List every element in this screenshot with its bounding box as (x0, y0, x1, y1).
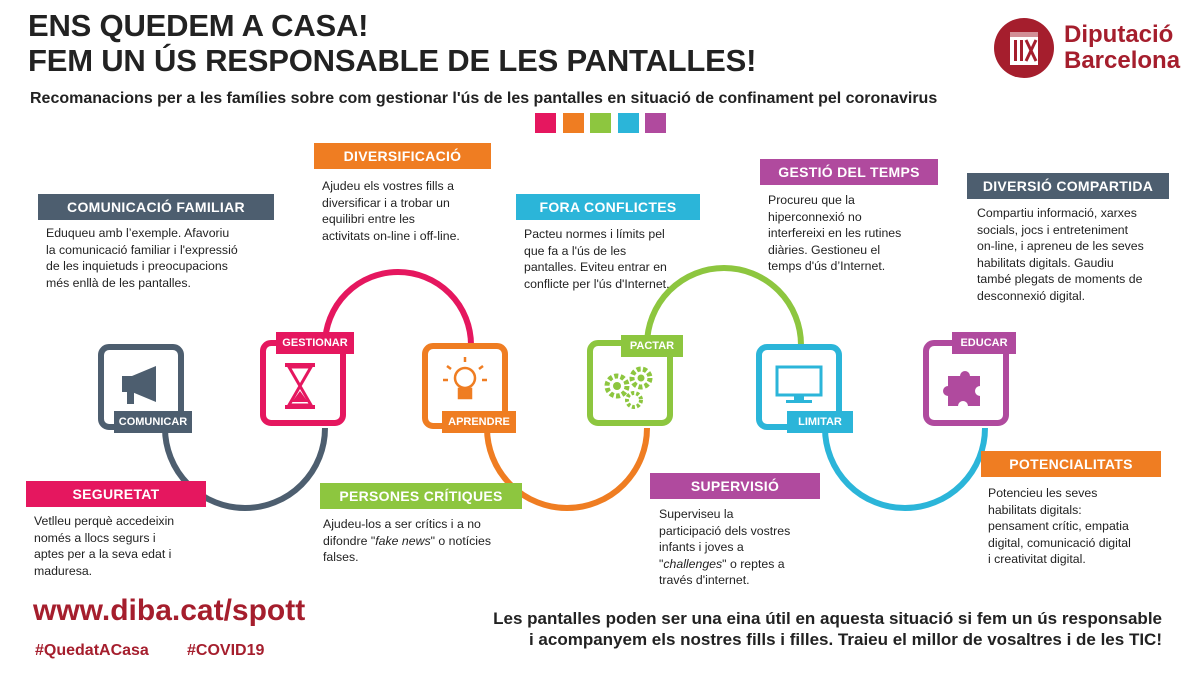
logo-line-1: Diputació (1064, 21, 1174, 48)
card-text-diversificacio: Ajudeu els vostres fills a diversificar … (322, 179, 460, 243)
hashtag-covid19: #COVID19 (187, 642, 265, 659)
card-text-persones-critiques: Ajudeu-los a ser crítics i a no difondre… (323, 517, 492, 564)
card-text-supervisio: Superviseu la participació dels vostres … (659, 507, 791, 587)
megaphone-icon (122, 366, 156, 404)
card-text-gestio-del-temps: Procureu que la hiperconnexió no interfe… (768, 193, 902, 273)
monitor-icon (775, 365, 823, 403)
closing-message: Les pantalles poden ser una eina útil en… (493, 609, 1162, 649)
card-title-potencialitats: POTENCIALITATS (981, 451, 1161, 477)
hourglass-icon (285, 363, 315, 409)
arc-aprendre (484, 427, 650, 511)
lightbulb-icon (443, 357, 487, 400)
logo-line-2: Barcelona (1064, 47, 1181, 74)
color-swatch-pink (535, 113, 556, 133)
arc-gestionar (322, 269, 474, 346)
card-title-diversificacio: DIVERSIFICACIÓ (314, 143, 491, 169)
station-label-gestionar: GESTIONAR (276, 332, 354, 354)
card-text-comunicacio-familiar: Eduqueu amb l’exemple. Afavoriu la comun… (46, 226, 238, 290)
diputacio-barcelona-logo (994, 18, 1054, 78)
color-swatch-purple (645, 113, 666, 133)
station-label-pactar: PACTAR (621, 335, 683, 357)
station-label-aprendre: APRENDRE (442, 411, 516, 433)
arc-pactar (644, 265, 804, 346)
title-line-2: FEM UN ÚS RESPONSABLE DE LES PANTALLES! (28, 43, 757, 78)
card-text-potencialitats: Potencieu les seves habilitats digitals:… (988, 486, 1131, 566)
station-label-comunicar: COMUNICAR (114, 411, 192, 433)
card-text-fora-conflictes: Pacteu normes i límits pel que fa a l'ús… (524, 227, 670, 291)
card-text-seguretat: Vetlleu perquè accedeixin només a llocs … (34, 514, 175, 578)
website-link[interactable]: www.diba.cat/spott (33, 594, 306, 627)
color-swatch-green (590, 113, 611, 133)
card-title-seguretat: SEGURETAT (26, 481, 206, 507)
card-title-supervisio: SUPERVISIÓ (650, 473, 820, 499)
card-title-fora-conflictes: FORA CONFLICTES (516, 194, 700, 220)
puzzle-icon (943, 371, 980, 406)
arc-comunicar (162, 427, 328, 511)
card-title-persones-critiques: PERSONES CRÍTIQUES (320, 483, 522, 509)
station-label-educar: EDUCAR (952, 332, 1016, 354)
color-swatch-blue (618, 113, 639, 133)
color-swatch-orange (563, 113, 584, 133)
card-text-diversio-compartida: Compartiu informació, xarxes socials, jo… (977, 206, 1144, 303)
hashtag-quedatacasa: #QuedatACasa (35, 642, 149, 659)
card-title-diversio-compartida: DIVERSIÓ COMPARTIDA (967, 173, 1169, 199)
page-subtitle: Recomanacions per a les famílies sobre c… (30, 90, 938, 107)
arc-limitar (822, 427, 988, 511)
page-title: ENS QUEDEM A CASA! FEM UN ÚS RESPONSABLE… (28, 8, 756, 78)
gears-icon (604, 366, 653, 409)
station-label-limitar: LIMITAR (787, 411, 853, 433)
logo-text: Diputació Barcelona (1064, 22, 1180, 74)
card-title-comunicacio-familiar: COMUNICACIÓ FAMILIAR (38, 194, 274, 220)
card-title-gestio-del-temps: GESTIÓ DEL TEMPS (760, 159, 938, 185)
title-line-1: ENS QUEDEM A CASA! (28, 8, 369, 43)
